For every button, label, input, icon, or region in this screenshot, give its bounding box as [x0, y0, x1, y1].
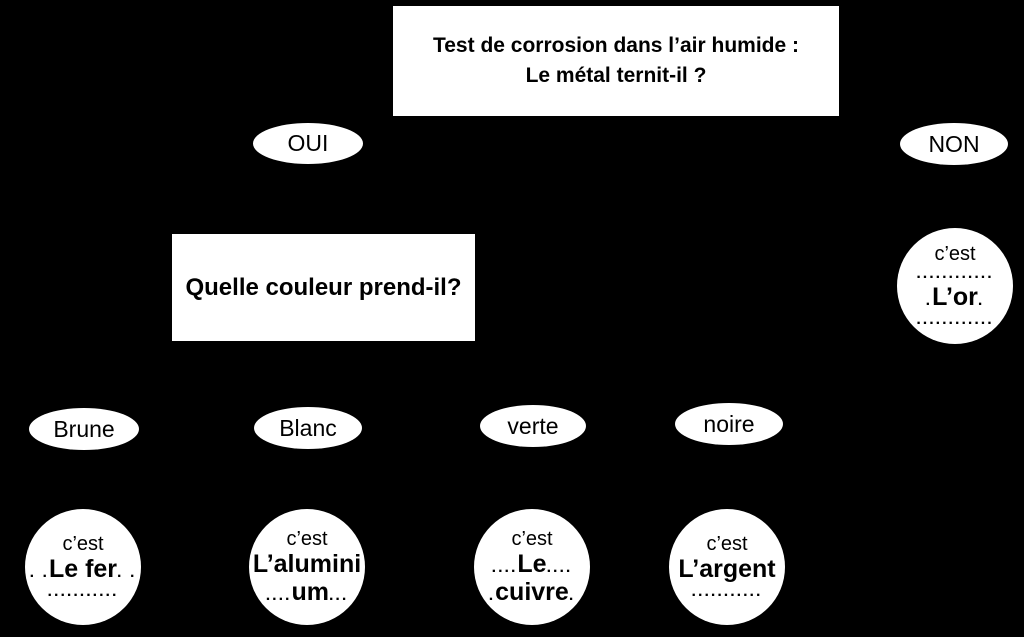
color-ellipse-brune: Brune: [29, 408, 139, 450]
answer-text: c’est: [62, 532, 104, 555]
dotted-blank: . .: [29, 564, 49, 582]
dotted-blank: ....: [491, 559, 518, 577]
circle-text-line: ............: [916, 311, 993, 329]
dotted-blank: .: [488, 587, 496, 605]
dotted-blank: .: [568, 587, 576, 605]
answer-text: Le: [517, 550, 547, 579]
color-ellipse-blanc: Blanc: [254, 407, 362, 449]
circle-text-line: ............: [916, 265, 993, 283]
answer-circle-cuivre: c’est....Le.....cuivre.: [474, 509, 590, 625]
answer-circle-fer: c’est. .Le fer. ............: [25, 509, 141, 625]
circle-text-line: L’argent: [678, 555, 775, 583]
color-ellipse-noire: noire: [675, 403, 783, 445]
answer-text: c’est: [511, 527, 553, 550]
answer-text: um: [291, 578, 329, 607]
circle-text-line: c’est: [286, 528, 327, 550]
answer-text: Le fer: [48, 555, 118, 584]
circle-text-line: L’alumini: [253, 550, 361, 578]
dotted-blank: ...........: [47, 583, 119, 601]
branch-oui-label: OUI: [287, 130, 329, 156]
title-line-1: Test de corrosion dans l’air humide :: [432, 33, 799, 57]
circle-text-line: ...........: [692, 583, 763, 601]
title-box: Test de corrosion dans l’air humide : Le…: [393, 6, 839, 116]
color-label-brune: Brune: [53, 415, 115, 442]
color-label-blanc: Blanc: [279, 414, 337, 441]
answer-circle-or: c’est.............L’or.............: [897, 228, 1013, 344]
circle-text-line: ....um...: [266, 578, 349, 606]
circle-text-line: c’est: [706, 533, 747, 555]
dotted-blank: ...: [328, 587, 349, 605]
circle-text-line: ....Le....: [492, 550, 573, 578]
circle-text-line: c’est: [934, 243, 975, 265]
answer-text: L’or: [932, 283, 978, 312]
circle-text-line: ...........: [48, 583, 119, 601]
dotted-blank: .: [977, 292, 985, 310]
answer-text: cuivre: [495, 578, 569, 607]
answer-text: L’alumini: [252, 550, 362, 579]
circle-text-line: c’est: [62, 533, 103, 555]
answer-text: c’est: [934, 242, 976, 265]
branch-non-label: NON: [928, 130, 980, 157]
branch-non-ellipse: NON: [900, 123, 1008, 165]
answer-text: L’argent: [678, 555, 776, 584]
dotted-blank: ...........: [691, 583, 763, 601]
dotted-blank: . .: [117, 564, 137, 582]
dotted-blank: ............: [916, 311, 994, 329]
answer-text: c’est: [706, 532, 748, 555]
circle-text-line: .L’or.: [926, 283, 985, 311]
dotted-blank: .: [925, 292, 933, 310]
color-question-box: Quelle couleur prend-il?: [172, 234, 475, 341]
circle-text-line: . .Le fer. .: [30, 555, 137, 583]
color-ellipse-verte: verte: [480, 405, 586, 447]
title-line-2: Le métal ternit-il ?: [525, 64, 707, 87]
circle-text-line: .cuivre.: [489, 578, 576, 606]
dotted-blank: ....: [546, 559, 573, 577]
branch-oui-ellipse: OUI: [253, 123, 363, 164]
dotted-blank: ....: [265, 587, 292, 605]
color-label-verte: verte: [507, 412, 559, 439]
circle-text-line: c’est: [511, 528, 552, 550]
dotted-blank: ............: [916, 265, 994, 283]
color-question-label: Quelle couleur prend-il?: [185, 273, 462, 301]
answer-text: c’est: [286, 527, 328, 550]
color-label-noire: noire: [703, 410, 755, 437]
